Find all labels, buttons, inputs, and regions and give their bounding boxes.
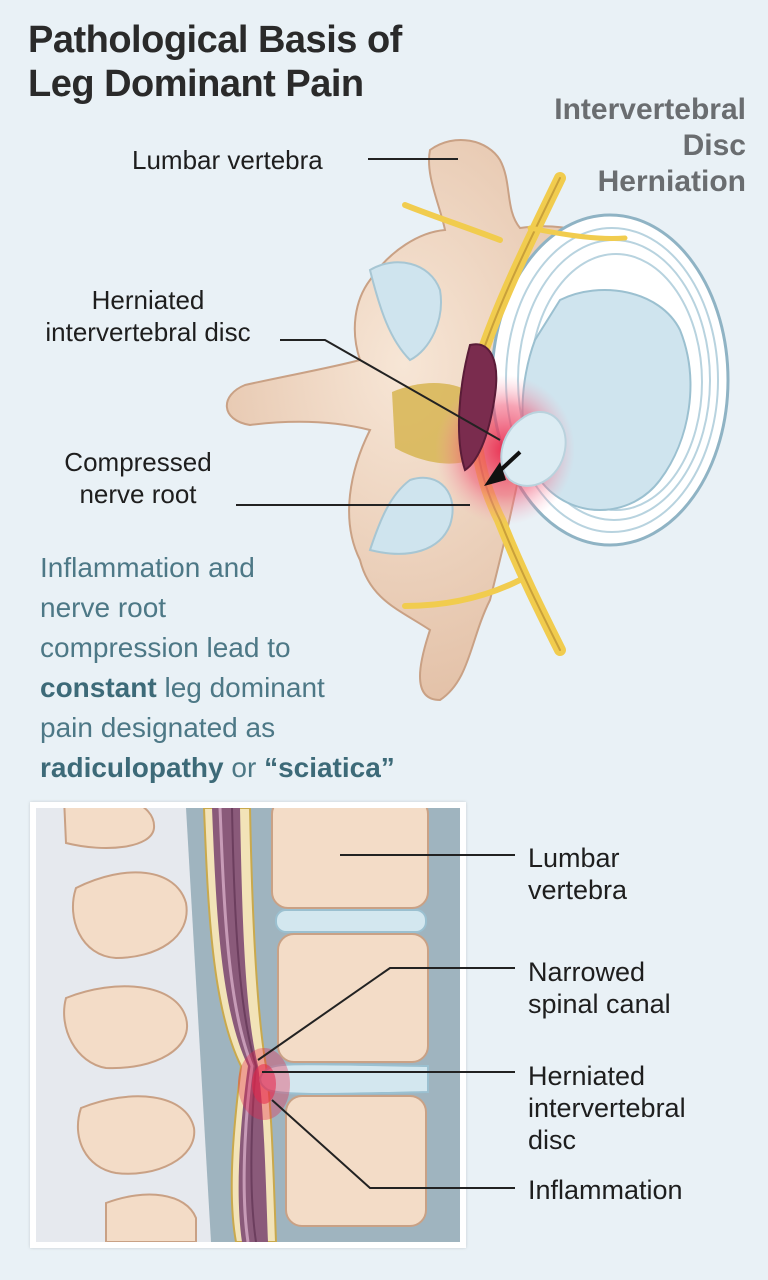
label-text: Lumbar <box>528 843 620 873</box>
vertebral-bodies <box>271 808 429 1227</box>
caption-line: pain designated as <box>40 712 276 743</box>
label-text: vertebra <box>528 875 628 905</box>
label-text: nerve root <box>79 479 197 509</box>
sagittal-spine-panel <box>30 802 466 1248</box>
caption-text: leg dominant <box>156 672 325 703</box>
label-inflammation: Inflammation <box>528 1174 683 1206</box>
label-herniated-disc-bottom: Herniated intervertebral disc <box>528 1060 686 1156</box>
sagittal-spine-illustration <box>36 808 460 1242</box>
caption-line: compression lead to <box>40 632 291 663</box>
caption-line: constant leg dominant <box>40 668 400 708</box>
caption-emphasis: radiculopathy <box>40 752 224 783</box>
subtitle-line-1: Intervertebral <box>554 93 746 126</box>
title-line-2: Leg Dominant Pain <box>28 63 364 105</box>
page-title: Pathological Basis of Leg Dominant Pain <box>28 18 488 106</box>
caption-line: nerve root <box>40 592 167 623</box>
top-leader-lines <box>236 158 501 506</box>
subtitle-line-2: Disc <box>682 129 746 162</box>
caption-text: or <box>223 752 265 783</box>
caption-emphasis: constant <box>40 672 157 703</box>
vertebra-cross-section-illustration <box>225 138 730 702</box>
label-text: Herniated <box>91 285 205 315</box>
label-compressed-nerve-root: Compressed nerve root <box>40 446 236 510</box>
label-text: intervertebral disc <box>45 317 251 347</box>
label-text: Lumbar vertebra <box>132 145 323 175</box>
label-text: Compressed <box>64 447 212 477</box>
label-herniated-disc: Herniated intervertebral disc <box>18 284 278 348</box>
explanation-caption: Inflammation and nerve root compression … <box>40 548 400 788</box>
label-text: Inflammation <box>528 1175 683 1205</box>
label-text: spinal canal <box>528 989 671 1019</box>
label-lumbar-vertebra-bottom: Lumbar vertebra <box>528 842 627 906</box>
label-text: Herniated <box>528 1061 646 1091</box>
posterior-bone-segments <box>63 808 197 1242</box>
caption-line: Inflammation and <box>40 552 255 583</box>
label-narrowed-spinal-canal: Narrowed spinal canal <box>528 956 671 1020</box>
subtitle-line-3: Herniation <box>597 165 746 198</box>
label-text: disc <box>528 1125 577 1155</box>
caption-emphasis: “sciatica” <box>264 752 395 783</box>
title-line-1: Pathological Basis of <box>28 19 402 61</box>
section-subtitle: Intervertebral Disc Herniation <box>486 92 746 200</box>
label-lumbar-vertebra: Lumbar vertebra <box>132 144 323 176</box>
herniation-site <box>435 343 575 525</box>
label-text: Narrowed <box>528 957 646 987</box>
caption-line: radiculopathy or “sciatica” <box>40 748 400 788</box>
label-text: intervertebral <box>528 1093 686 1123</box>
